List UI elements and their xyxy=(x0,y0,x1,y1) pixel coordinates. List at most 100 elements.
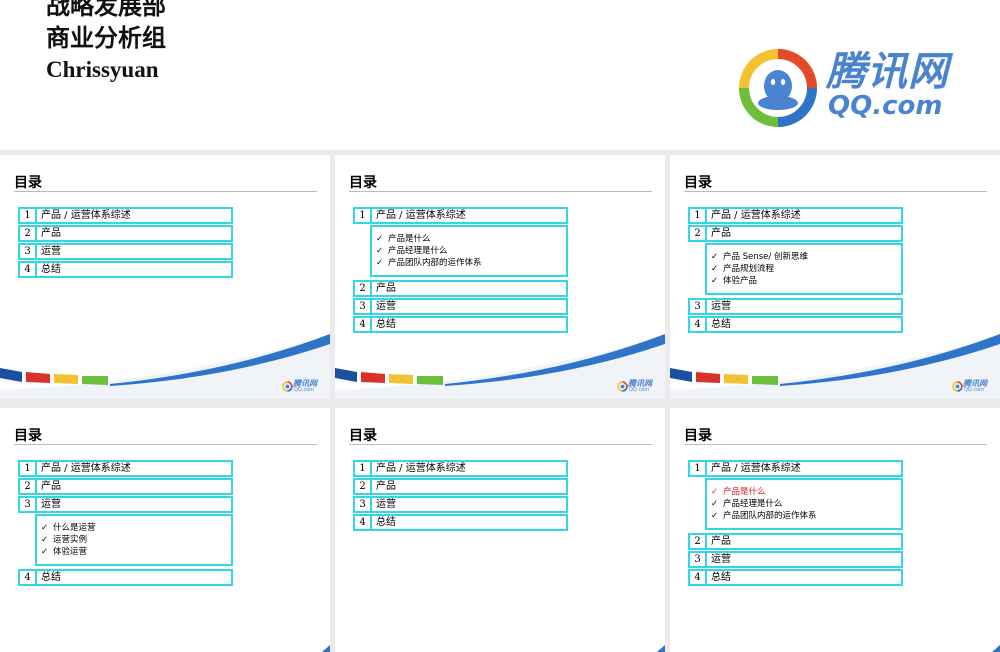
toc-label: 总结 xyxy=(372,514,568,531)
toc-number: 2 xyxy=(18,478,37,495)
toc-number: 3 xyxy=(18,496,37,513)
title-divider xyxy=(684,191,987,192)
toc-label: 运营 xyxy=(372,496,568,513)
toc-number: 4 xyxy=(18,569,37,586)
toc-subitem: ✓产品经理是什么 xyxy=(376,245,562,257)
checkmark-icon: ✓ xyxy=(711,252,719,262)
toc-subitem: ✓ 产品团队内部的运作体系 xyxy=(711,510,897,522)
toc-number: 4 xyxy=(688,316,707,333)
toc-label: 总结 xyxy=(707,316,903,333)
toc-label: 产品 xyxy=(37,478,233,495)
decorative-swoosh xyxy=(657,645,665,652)
decorative-swoosh xyxy=(335,334,665,399)
checkmark-icon: ✓ xyxy=(711,499,719,509)
decorative-swoosh xyxy=(322,645,330,652)
toc-label: 产品 / 运营体系综述 xyxy=(707,460,903,477)
logo-subtext: QQ.com xyxy=(828,91,943,121)
qq-ring-icon xyxy=(739,49,817,127)
toc-subitem-label: 什么是运营 xyxy=(53,523,96,533)
toc-label: 产品 / 运营体系综述 xyxy=(37,207,233,224)
slide-title: 目录 xyxy=(349,175,377,191)
toc-number: 1 xyxy=(688,207,707,224)
toc-label: 产品 / 运营体系综述 xyxy=(372,207,568,224)
title-divider xyxy=(14,444,317,445)
author-block: 战略发展部 商业分析组 Chrissyuan xyxy=(46,0,166,86)
checkmark-icon: ✓ xyxy=(711,487,719,497)
logo-text: 腾讯网 xyxy=(826,49,949,95)
department-label: 战略发展部 xyxy=(46,0,166,20)
checkmark-icon: ✓ xyxy=(711,276,719,286)
toc-label: 总结 xyxy=(37,569,233,586)
toc-subsection: ✓产品是什么✓产品经理是什么✓产品团队内部的运作体系 xyxy=(370,225,568,277)
toc-subitem-label: 产品 Sense/ 创新思维 xyxy=(723,252,808,262)
toc-number: 4 xyxy=(18,261,37,278)
mini-logo-text: 腾讯网 xyxy=(628,379,652,388)
toc-subitem-label: 产品团队内部的运作体系 xyxy=(723,511,817,521)
toc-subitem: ✓ 产品是什么 xyxy=(711,486,897,498)
toc-number: 3 xyxy=(688,298,707,315)
toc-subitem: ✓产品团队内部的运作体系 xyxy=(376,257,562,269)
toc-label: 产品 xyxy=(37,225,233,242)
toc-label: 产品 xyxy=(372,478,568,495)
toc-number: 2 xyxy=(353,478,372,495)
checkmark-icon: ✓ xyxy=(711,264,719,274)
decorative-swoosh xyxy=(992,645,1000,652)
toc-label: 运营 xyxy=(372,298,568,315)
title-divider xyxy=(349,444,652,445)
mini-logo-subtext: QQ.com xyxy=(629,387,650,393)
slide-title: 目录 xyxy=(684,428,712,444)
title-divider xyxy=(349,191,652,192)
checkmark-icon: ✓ xyxy=(711,511,719,521)
group-label: 商业分析组 xyxy=(46,23,166,52)
toc-subitem: ✓体验运营 xyxy=(41,546,227,558)
checkmark-icon: ✓ xyxy=(376,258,384,268)
toc-label: 总结 xyxy=(37,261,233,278)
checkmark-icon: ✓ xyxy=(376,246,384,256)
toc-label: 产品 xyxy=(372,280,568,297)
qq-ring-icon xyxy=(952,381,963,392)
mini-logo-subtext: QQ.com xyxy=(294,387,315,393)
toc-number: 1 xyxy=(18,460,37,477)
qq-ring-icon xyxy=(282,381,293,392)
decorative-swoosh xyxy=(0,334,330,399)
mini-logo-text: 腾讯网 xyxy=(293,379,317,388)
toc-subsection: ✓产品是什么✓产品经理是什么✓产品团队内部的运作体系 xyxy=(705,478,903,530)
toc-number: 2 xyxy=(688,533,707,550)
toc-subitem: ✓产品是什么 xyxy=(376,233,562,245)
toc-number: 3 xyxy=(353,298,372,315)
toc-number: 1 xyxy=(353,207,372,224)
slide-title: 目录 xyxy=(684,175,712,191)
author-name: Chrissyuan xyxy=(46,57,159,82)
toc-subsection: ✓什么是运营✓运营实例✓体验运营 xyxy=(35,514,233,566)
toc-subitem-label: 产品是什么 xyxy=(723,487,766,497)
toc-number: 1 xyxy=(18,207,37,224)
toc-number: 2 xyxy=(688,225,707,242)
page-header: 战略发展部 商业分析组 Chrissyuan 腾讯网 QQ.com xyxy=(0,0,1000,150)
